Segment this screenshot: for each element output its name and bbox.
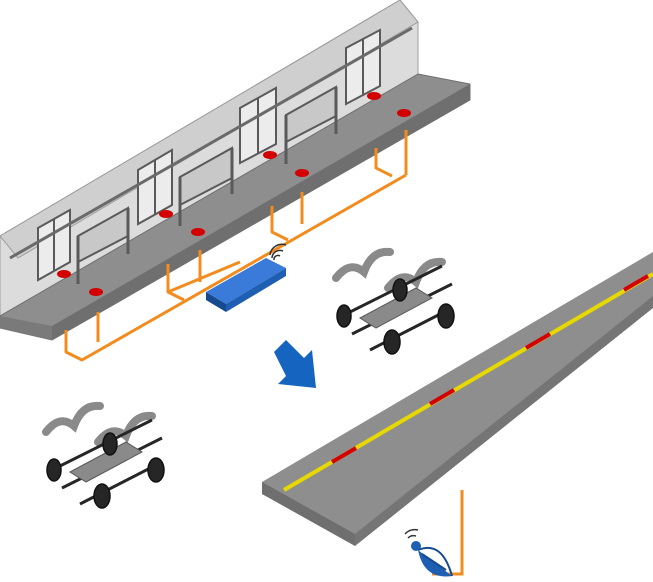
wire-branch [167, 260, 241, 294]
floor-sensor [367, 92, 381, 100]
wire-drop-6 [374, 148, 393, 178]
platform-left [0, 0, 471, 341]
bogie-wheels [46, 432, 165, 509]
platform-floor-edge [52, 84, 470, 340]
platform-right-edge [262, 482, 355, 546]
floor-sensor [397, 109, 411, 117]
platform-wall-top [0, 0, 419, 259]
floor-sensor [159, 210, 173, 218]
floor-sensors [57, 92, 411, 296]
platform-right-top [262, 252, 653, 540]
handrail-posts [76, 87, 338, 284]
floor-sensor [295, 169, 309, 177]
bogie-spring [332, 247, 394, 282]
wire-main [64, 173, 407, 362]
platform-floor-left-edge [0, 316, 52, 340]
wifi-signal-icon [404, 528, 419, 539]
satellite-receiver-icon [404, 528, 453, 577]
edge-sensors [330, 274, 650, 464]
door-dividers [53, 39, 364, 271]
platform-right [262, 252, 653, 546]
floor-sensor [191, 228, 205, 236]
train-bogie-icon [332, 247, 455, 355]
wireless-controller-icon [206, 243, 287, 312]
floor-sensor [89, 288, 103, 296]
wire-drop-4 [270, 206, 289, 242]
train-bogie-icon [42, 401, 165, 509]
sensor-wiring [64, 130, 408, 362]
platform-handrail [9, 26, 413, 260]
platform-right-front [355, 296, 653, 546]
arrow-down-right-icon [274, 340, 316, 388]
floor-sensor [263, 151, 277, 159]
bogie-spring [42, 401, 104, 436]
wifi-signal-icon [269, 243, 287, 261]
bogie-wheels [336, 278, 455, 355]
floor-sensor [57, 270, 71, 278]
